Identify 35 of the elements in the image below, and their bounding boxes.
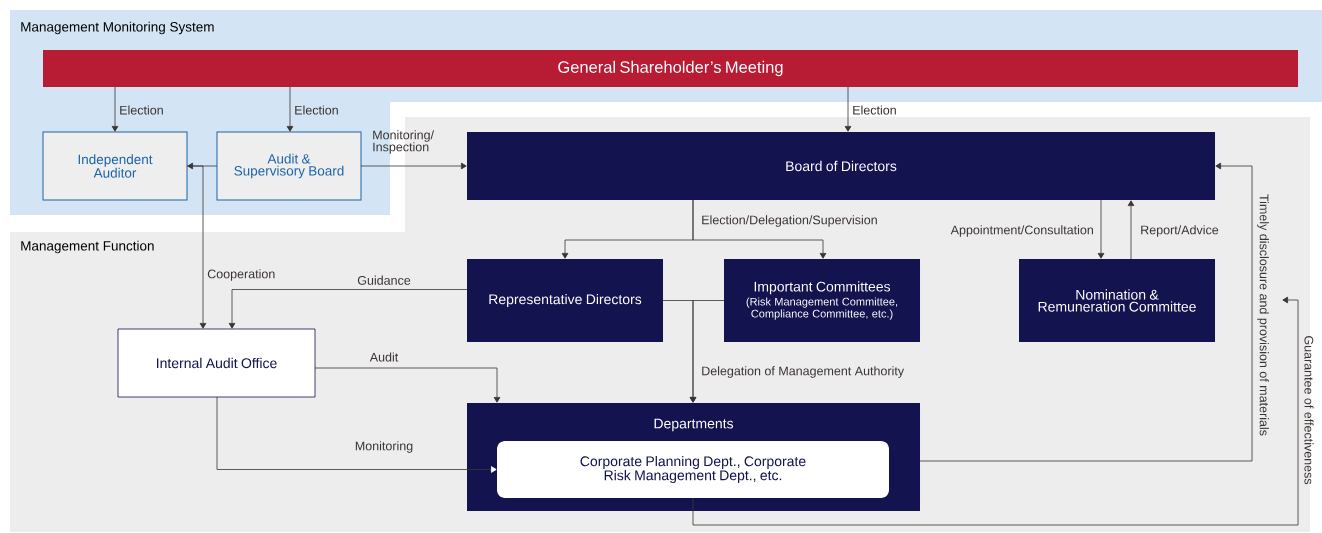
edge-label: Election (853, 105, 896, 115)
edge-label: Monitoring (355, 441, 413, 453)
edge-label: Appointment/Consultation (950, 225, 1093, 237)
edge-label: Election (120, 105, 163, 115)
process-box: Board of Directors (467, 132, 1215, 200)
edge-label: Audit (369, 352, 399, 362)
arrow (1127, 200, 1135, 260)
banner-bar: General Shareholder’s Meeting (43, 50, 1298, 87)
edge-label: Cooperation (207, 269, 275, 281)
edge-label: Delegation of Management Authority (702, 366, 905, 378)
process-box: Independent Auditor (42, 131, 188, 201)
process-box: Audit & Supervisory Board (216, 131, 362, 201)
process-box: Internal Audit Office (117, 328, 316, 398)
arrow (187, 162, 207, 329)
arrow (919, 162, 1253, 462)
arrow (228, 289, 468, 329)
arrow (689, 300, 725, 403)
arrow (1097, 199, 1105, 259)
edge-label: Guidance (357, 275, 411, 285)
edge-label: Election/Delegation/Supervision (702, 215, 877, 227)
process-box: Corporate Planning Dept., Corporate Risk Management Dept., etc. (497, 441, 889, 498)
arrow (844, 86, 852, 132)
arrow (314, 367, 501, 403)
arrow (286, 86, 294, 132)
arrow (692, 199, 827, 259)
arrow (360, 162, 467, 170)
arrow (216, 396, 497, 473)
process-box: Important Committees (Risk Management Committee, Compliance Committee, etc.) (724, 259, 920, 342)
edge-label: Monitoring/ Inspection (373, 130, 434, 154)
arrow (692, 296, 1299, 526)
process-box: Representative Directors (467, 259, 663, 342)
edge-label: Election (295, 105, 338, 115)
process-box: Nomination & Remuneration Committee (1019, 259, 1215, 342)
arrow (111, 86, 119, 132)
edge-label: Report/Advice (1141, 225, 1219, 237)
